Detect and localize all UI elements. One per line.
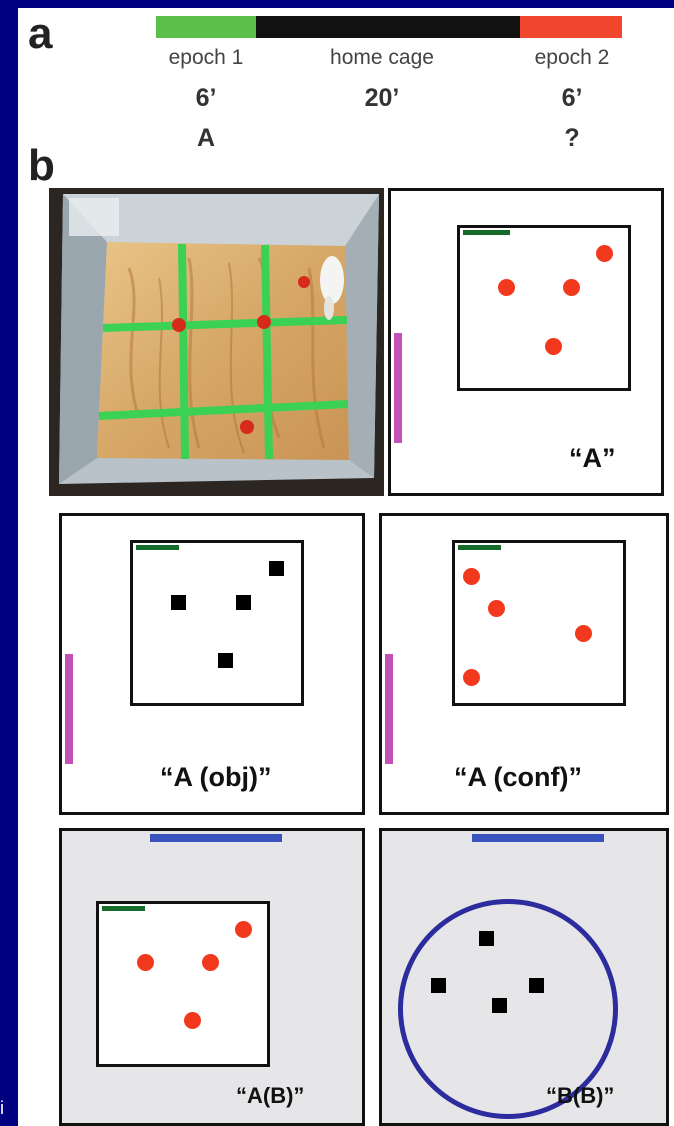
rat-arena-photo-graphic	[49, 188, 384, 496]
condition-A-B-object-2	[137, 954, 154, 971]
epoch2-code: ?	[532, 124, 612, 153]
home-cage-label: home cage	[302, 46, 462, 70]
condition-A-B-room: “A(B)”	[59, 828, 365, 1126]
home-cage-duration: 20’	[342, 84, 422, 113]
condition-A-B-object-3	[202, 954, 219, 971]
condition-A-B-object-1	[235, 921, 252, 938]
condition-A-conf-arena	[452, 540, 626, 706]
condition-A-object-3	[563, 279, 580, 296]
condition-A-B-object-4	[184, 1012, 201, 1029]
figure-canvas: a epoch 1 home cage epoch 2 6’ 20’ 6’ A …	[18, 8, 674, 1126]
timeline-segment-epoch1	[156, 16, 256, 38]
epoch1-label: epoch 1	[126, 46, 286, 70]
side-mark: i	[0, 1098, 4, 1119]
condition-A-conf-object-2	[488, 600, 505, 617]
condition-A-room: “A”	[388, 188, 664, 496]
condition-A-green-cue	[463, 230, 510, 235]
condition-B-B-object-4	[492, 998, 507, 1013]
timeline-segment-home-cage	[256, 16, 520, 38]
panel-b-letter: b	[28, 144, 55, 188]
condition-A-conf-object-3	[575, 625, 592, 642]
epoch2-duration: 6’	[532, 84, 612, 113]
condition-A-obj-object-4	[218, 653, 233, 668]
condition-A-B-caption: “A(B)”	[236, 1083, 304, 1109]
condition-A-B-green-cue	[102, 906, 145, 911]
condition-A-obj-arena	[130, 540, 304, 706]
timeline-segment-epoch2	[520, 16, 622, 38]
condition-A-obj-object-2	[171, 595, 186, 610]
timeline-bar	[156, 16, 622, 38]
condition-B-B-object-1	[479, 931, 494, 946]
epoch1-duration: 6’	[166, 84, 246, 113]
condition-A-arena	[457, 225, 631, 391]
condition-A-B-blue-cue	[150, 834, 282, 842]
condition-A-obj-object-1	[269, 561, 284, 576]
condition-A-conf-object-1	[463, 568, 480, 585]
condition-B-B-room: “B(B)”	[379, 828, 669, 1126]
condition-A-conf-object-4	[463, 669, 480, 686]
condition-B-B-caption: “B(B)”	[546, 1083, 614, 1109]
epoch2-label: epoch 2	[492, 46, 652, 70]
epoch1-code: A	[166, 124, 246, 153]
condition-B-B-object-2	[431, 978, 446, 993]
condition-A-object-4	[545, 338, 562, 355]
condition-A-conf-magenta-cue	[385, 654, 393, 764]
condition-A-magenta-cue	[394, 333, 402, 443]
rat-arena-photo	[49, 188, 384, 496]
condition-A-conf-room: “A (conf)”	[379, 513, 669, 815]
condition-A-conf-caption: “A (conf)”	[454, 762, 582, 793]
panel-a-letter: a	[28, 12, 52, 56]
condition-A-B-arena	[96, 901, 270, 1067]
condition-A-obj-magenta-cue	[65, 654, 73, 764]
condition-A-caption: “A”	[569, 443, 616, 474]
condition-A-obj-room: “A (obj)”	[59, 513, 365, 815]
condition-B-B-blue-cue	[472, 834, 604, 842]
condition-A-obj-green-cue	[136, 545, 179, 550]
condition-A-obj-caption: “A (obj)”	[160, 762, 271, 793]
condition-A-object-1	[596, 245, 613, 262]
condition-A-object-2	[498, 279, 515, 296]
condition-B-B-object-3	[529, 978, 544, 993]
condition-A-conf-green-cue	[458, 545, 501, 550]
condition-A-obj-object-3	[236, 595, 251, 610]
